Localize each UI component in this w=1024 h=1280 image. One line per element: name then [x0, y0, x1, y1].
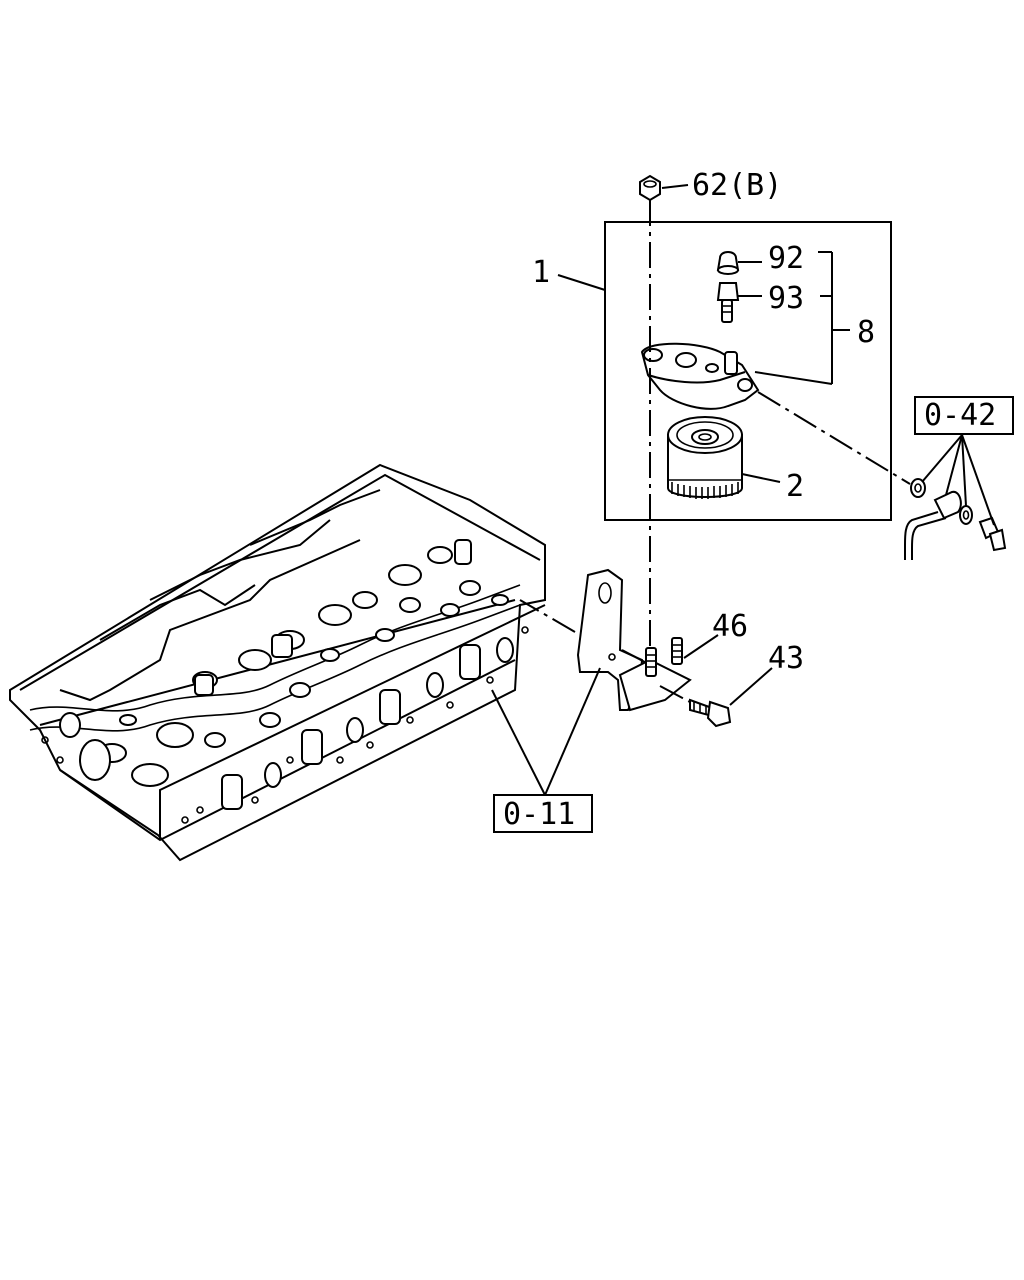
cylinder-head-reference-box: [493, 794, 593, 833]
fuel-line-reference-box: [914, 396, 1014, 435]
bolt-drawing: [659, 685, 732, 728]
leader-lines: [491, 184, 995, 796]
callout-93: 93: [768, 281, 804, 316]
callout-1: 1: [532, 255, 550, 290]
callout-8: 8: [857, 315, 875, 350]
callout-46: 46: [712, 609, 748, 644]
callout-62b: 62(B): [692, 168, 782, 203]
fuel-line-fittings-drawing: [904, 478, 1007, 560]
cylinder-head-drawing: [9, 463, 546, 862]
callout-92: 92: [768, 241, 804, 276]
callout-2: 2: [786, 469, 804, 504]
reference-0-11: 0-11: [503, 797, 575, 832]
studs-drawing: [645, 637, 683, 677]
callout-43: 43: [768, 641, 804, 676]
nut-drawing: [639, 174, 661, 202]
filter-head-drawing: [640, 342, 760, 410]
reference-0-42: 0-42: [924, 398, 996, 433]
filter-assembly-box: [604, 221, 892, 521]
cap-drawing: [716, 251, 740, 275]
filter-cartridge-drawing: [667, 416, 743, 499]
mounting-bracket-drawing: [576, 568, 692, 712]
bleeder-screw-drawing: [716, 282, 740, 323]
